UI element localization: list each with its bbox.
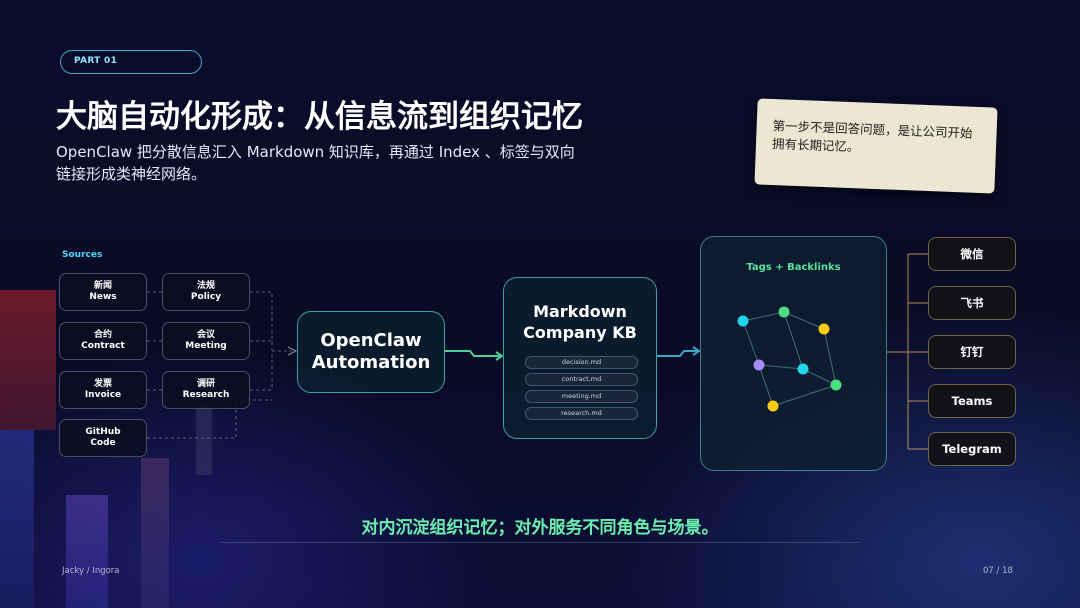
bg-bar-red	[0, 290, 56, 430]
output-wechat: 微信	[928, 237, 1016, 271]
author-credit: Jacky / Ingora	[62, 566, 120, 576]
source-invoice: 发票 Invoice	[59, 371, 147, 409]
network-edge	[772, 384, 837, 407]
source-research: 调研 Research	[162, 371, 250, 409]
network-edge	[783, 311, 825, 330]
connector-policy-bus	[250, 291, 273, 390]
connector-kb-network	[657, 350, 698, 357]
kb-file-meeting: meeting.md	[525, 390, 638, 403]
kb-title-line2: Company KB	[523, 323, 637, 342]
kb-file-research: research.md	[525, 407, 638, 420]
network-node	[818, 323, 830, 335]
sources-label: Sources	[62, 250, 103, 260]
source-contract-zh: 合约	[93, 330, 112, 340]
connector-openclaw-kb	[445, 350, 500, 357]
network-node	[830, 379, 842, 391]
source-meeting-en: Meeting	[185, 341, 227, 351]
bg-bar-slate	[196, 405, 212, 475]
part-badge: PART 01	[60, 50, 202, 74]
arrow-into-network	[692, 346, 701, 356]
arrow-into-kb	[495, 351, 504, 361]
output-telegram: Telegram	[928, 432, 1016, 466]
arrow-into-openclaw	[287, 346, 298, 356]
source-policy-en: Policy	[190, 292, 222, 302]
page-number: 07 / 18	[983, 566, 1013, 576]
network-edge	[783, 311, 804, 370]
source-news-en: News	[89, 292, 117, 302]
output-teams: Teams	[928, 384, 1016, 418]
output-feishu: 飞书	[928, 286, 1016, 320]
source-invoice-en: Invoice	[84, 390, 122, 400]
source-contract-en: Contract	[81, 341, 125, 351]
source-policy-zh: 法规	[196, 281, 215, 291]
network-edge	[758, 364, 804, 370]
network-title: Tags + Backlinks	[746, 262, 841, 273]
slide-title: 大脑自动化形成：从信息流到组织记忆	[56, 99, 583, 135]
openclaw-line2: Automation	[311, 352, 431, 373]
network-node	[797, 363, 809, 375]
source-contract: 合约 Contract	[59, 322, 147, 360]
source-meeting-zh: 会议	[196, 330, 215, 340]
network-edge	[802, 368, 837, 386]
kb-file-contract: contract.md	[525, 373, 638, 386]
source-research-zh: 调研	[196, 379, 215, 389]
bg-bar-blue	[0, 430, 34, 608]
part-badge-label: PART 01	[74, 56, 118, 66]
kb-title: Markdown Company KB	[504, 301, 656, 343]
openclaw-line1: OpenClaw	[320, 330, 422, 351]
source-policy: 法规 Policy	[162, 273, 250, 311]
source-invoice-zh: 发票	[93, 379, 112, 389]
kb-title-line1: Markdown	[533, 302, 627, 321]
bg-bar-mauve	[141, 458, 169, 608]
output-dingtalk: 钉钉	[928, 335, 1016, 369]
network-edge	[742, 320, 760, 366]
source-github: GitHub Code	[59, 419, 147, 457]
source-news-zh: 新闻	[93, 281, 112, 291]
openclaw-automation-node: OpenClaw Automation	[297, 311, 445, 393]
source-research-en: Research	[182, 390, 230, 400]
bg-bar-purple	[66, 495, 108, 608]
network-edge	[823, 328, 837, 386]
connector-github-bus	[147, 399, 272, 439]
knowledge-network-graph	[737, 306, 842, 412]
source-github-en: Code	[90, 438, 116, 448]
network-node	[753, 359, 765, 371]
source-meeting: 会议 Meeting	[162, 322, 250, 360]
network-edge	[758, 364, 774, 407]
network-node	[737, 315, 749, 327]
kb-file-decision: decision.md	[525, 356, 638, 369]
slide-subtitle: OpenClaw 把分散信息汇入 Markdown 知识库，再通过 Index …	[56, 143, 575, 183]
footer-divider	[220, 542, 860, 543]
markdown-kb-node: Markdown Company KB decision.md contract…	[503, 277, 657, 439]
slide-tagline: 对内沉淀组织记忆；对外服务不同角色与场景。	[361, 518, 719, 538]
source-news: 新闻 News	[59, 273, 147, 311]
tags-backlinks-panel: Tags + Backlinks	[700, 236, 887, 471]
source-github-zh: GitHub	[85, 427, 121, 437]
network-edge	[742, 311, 785, 322]
network-node	[778, 306, 790, 318]
network-node	[767, 400, 779, 412]
